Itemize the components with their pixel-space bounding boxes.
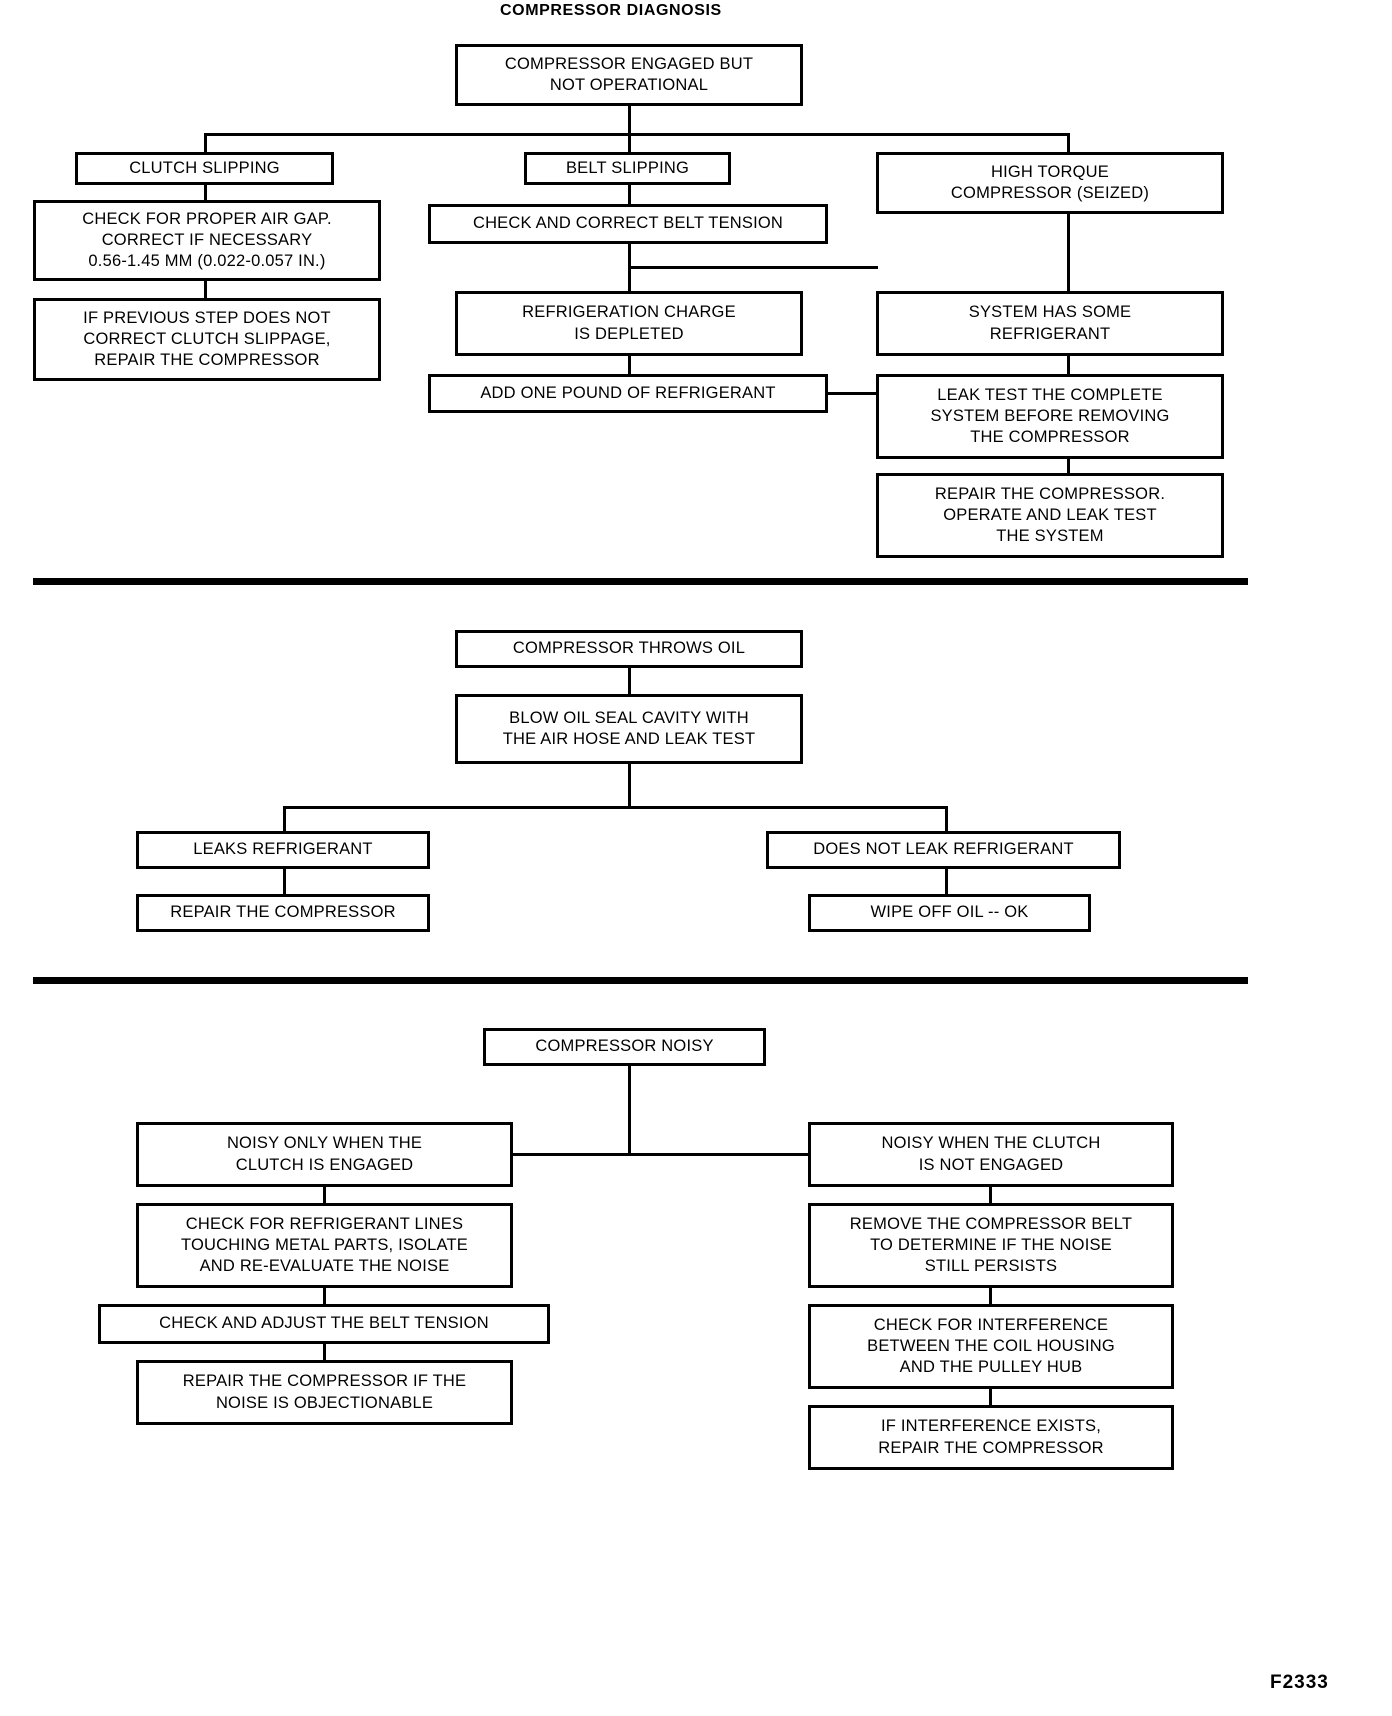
- node-label: LEAK TEST THE COMPLETE SYSTEM BEFORE REM…: [930, 385, 1170, 447]
- connector-airgap-to-repair: [204, 281, 207, 299]
- node-add-one-pound-refrigerant: ADD ONE POUND OF REFRIGERANT: [428, 374, 828, 413]
- connector-refrigerant-to-leaktest: [1067, 356, 1070, 375]
- node-compressor-noisy: COMPRESSOR NOISY: [483, 1028, 766, 1066]
- connector-belt-to-charge-bus: [628, 266, 878, 269]
- connector-belt-to-tension: [628, 185, 631, 205]
- connector-s2-bus: [283, 806, 948, 809]
- connector-charge-to-addpound: [628, 356, 631, 375]
- connector-leaktest-to-repair: [1067, 459, 1070, 474]
- connector-interference-to-repair: [989, 1389, 992, 1406]
- connector-s2-blowoil-stem: [628, 764, 631, 808]
- connector-removebelt-to-interference: [989, 1288, 992, 1305]
- connector-clutch-to-airgap: [204, 185, 207, 201]
- node-label: NOISY ONLY WHEN THE CLUTCH IS ENGAGED: [226, 1134, 423, 1174]
- section-divider-1: [33, 578, 1248, 585]
- connector-s1-drop-clutch: [204, 133, 207, 153]
- node-label: LEAKS REFRIGERANT: [193, 840, 373, 859]
- connector-checklines-to-belt: [323, 1288, 326, 1305]
- node-label: REPAIR THE COMPRESSOR. OPERATE AND LEAK …: [934, 484, 1166, 546]
- node-clutch-slipping: CLUTCH SLIPPING: [75, 152, 334, 185]
- node-label: REPAIR THE COMPRESSOR: [170, 903, 396, 922]
- node-label: CHECK AND CORRECT BELT TENSION: [472, 214, 784, 233]
- connector-s2-root-stem: [628, 668, 631, 695]
- node-label: COMPRESSOR ENGAGED BUT NOT OPERATIONAL: [504, 54, 754, 94]
- node-compressor-throws-oil: COMPRESSOR THROWS OIL: [455, 630, 803, 668]
- node-clutch-repair-compressor: IF PREVIOUS STEP DOES NOT CORRECT CLUTCH…: [33, 298, 381, 381]
- node-refrigeration-charge-depleted: REFRIGERATION CHARGE IS DEPLETED: [455, 291, 803, 356]
- node-label: REMOVE THE COMPRESSOR BELT TO DETERMINE …: [849, 1214, 1133, 1276]
- node-label: COMPRESSOR THROWS OIL: [512, 639, 746, 658]
- node-belt-slipping: BELT SLIPPING: [524, 152, 731, 185]
- node-label: BLOW OIL SEAL CAVITY WITH THE AIR HOSE A…: [502, 708, 756, 748]
- connector-s2-drop-noleak: [945, 806, 948, 832]
- node-label: HIGH TORQUE COMPRESSOR (SEIZED): [950, 162, 1150, 202]
- connector-belt-tension-drop: [628, 244, 631, 266]
- node-if-interference-repair: IF INTERFERENCE EXISTS, REPAIR THE COMPR…: [808, 1405, 1174, 1470]
- node-remove-compressor-belt: REMOVE THE COMPRESSOR BELT TO DETERMINE …: [808, 1203, 1174, 1288]
- node-check-refrigerant-lines: CHECK FOR REFRIGERANT LINES TOUCHING MET…: [136, 1203, 513, 1288]
- node-label: CHECK FOR REFRIGERANT LINES TOUCHING MET…: [181, 1214, 468, 1276]
- node-wipe-off-oil-ok: WIPE OFF OIL -- OK: [808, 894, 1091, 932]
- connector-torque-to-refrigerant: [1067, 214, 1070, 291]
- node-label: REFRIGERATION CHARGE IS DEPLETED: [522, 303, 736, 343]
- section-divider-2: [33, 977, 1248, 984]
- page-title: COMPRESSOR DIAGNOSIS: [500, 2, 722, 19]
- node-label: CHECK AND ADJUST THE BELT TENSION: [159, 1314, 489, 1333]
- node-label: IF PREVIOUS STEP DOES NOT CORRECT CLUTCH…: [83, 308, 331, 370]
- connector-s3-bus: [512, 1153, 812, 1156]
- node-repair-operate-leak-test: REPAIR THE COMPRESSOR. OPERATE AND LEAK …: [876, 473, 1224, 558]
- figure-code: F2333: [1270, 1672, 1329, 1693]
- node-label: CHECK FOR INTERFERENCE BETWEEN THE COIL …: [867, 1315, 1115, 1377]
- node-label: BELT SLIPPING: [565, 158, 690, 177]
- node-leaks-refrigerant: LEAKS REFRIGERANT: [136, 831, 430, 869]
- node-label: SYSTEM HAS SOME REFRIGERANT: [968, 303, 1132, 343]
- node-system-has-some-refrigerant: SYSTEM HAS SOME REFRIGERANT: [876, 291, 1224, 356]
- connector-engaged-to-checklines: [323, 1187, 326, 1204]
- connector-addpound-to-leaktest: [828, 392, 878, 395]
- connector-charge-drop: [628, 266, 631, 292]
- node-label: ADD ONE POUND OF REFRIGERANT: [480, 383, 776, 402]
- node-noisy-only-clutch-engaged: NOISY ONLY WHEN THE CLUTCH IS ENGAGED: [136, 1122, 513, 1187]
- node-check-belt-tension: CHECK AND CORRECT BELT TENSION: [428, 204, 828, 244]
- connector-s1-root-stem: [628, 106, 631, 133]
- node-label: CHECK FOR PROPER AIR GAP. CORRECT IF NEC…: [82, 209, 332, 271]
- connector-leaks-to-repair: [283, 869, 286, 895]
- connector-s1-bus: [204, 133, 1070, 136]
- node-label: REPAIR THE COMPRESSOR IF THE NOISE IS OB…: [182, 1372, 467, 1412]
- node-blow-oil-seal-cavity: BLOW OIL SEAL CAVITY WITH THE AIR HOSE A…: [455, 694, 803, 764]
- node-leak-test-complete-system: LEAK TEST THE COMPLETE SYSTEM BEFORE REM…: [876, 374, 1224, 459]
- connector-noleak-to-wipe: [945, 869, 948, 895]
- node-repair-if-noise-objectionable: REPAIR THE COMPRESSOR IF THE NOISE IS OB…: [136, 1360, 513, 1425]
- node-repair-the-compressor: REPAIR THE COMPRESSOR: [136, 894, 430, 932]
- node-compressor-engaged-not-operational: COMPRESSOR ENGAGED BUT NOT OPERATIONAL: [455, 44, 803, 106]
- node-high-torque-compressor-seized: HIGH TORQUE COMPRESSOR (SEIZED): [876, 152, 1224, 214]
- node-label: IF INTERFERENCE EXISTS, REPAIR THE COMPR…: [878, 1417, 1104, 1457]
- node-noisy-clutch-not-engaged: NOISY WHEN THE CLUTCH IS NOT ENGAGED: [808, 1122, 1174, 1187]
- connector-notengaged-to-removebelt: [989, 1187, 992, 1204]
- connector-s3-root-stem: [628, 1066, 631, 1155]
- node-check-adjust-belt-tension: CHECK AND ADJUST THE BELT TENSION: [98, 1304, 550, 1344]
- node-check-interference: CHECK FOR INTERFERENCE BETWEEN THE COIL …: [808, 1304, 1174, 1389]
- node-label: NOISY WHEN THE CLUTCH IS NOT ENGAGED: [881, 1134, 1101, 1174]
- node-check-air-gap: CHECK FOR PROPER AIR GAP. CORRECT IF NEC…: [33, 200, 381, 281]
- node-label: DOES NOT LEAK REFRIGERANT: [813, 840, 1074, 859]
- connector-s1-drop-belt: [628, 133, 631, 153]
- node-label: COMPRESSOR NOISY: [535, 1037, 714, 1056]
- connector-belt-to-repairnoise: [323, 1344, 326, 1361]
- node-does-not-leak-refrigerant: DOES NOT LEAK REFRIGERANT: [766, 831, 1121, 869]
- node-label: CLUTCH SLIPPING: [129, 158, 280, 177]
- node-label: WIPE OFF OIL -- OK: [870, 903, 1029, 922]
- connector-s1-drop-torque: [1067, 133, 1070, 153]
- connector-s2-drop-leaks: [283, 806, 286, 832]
